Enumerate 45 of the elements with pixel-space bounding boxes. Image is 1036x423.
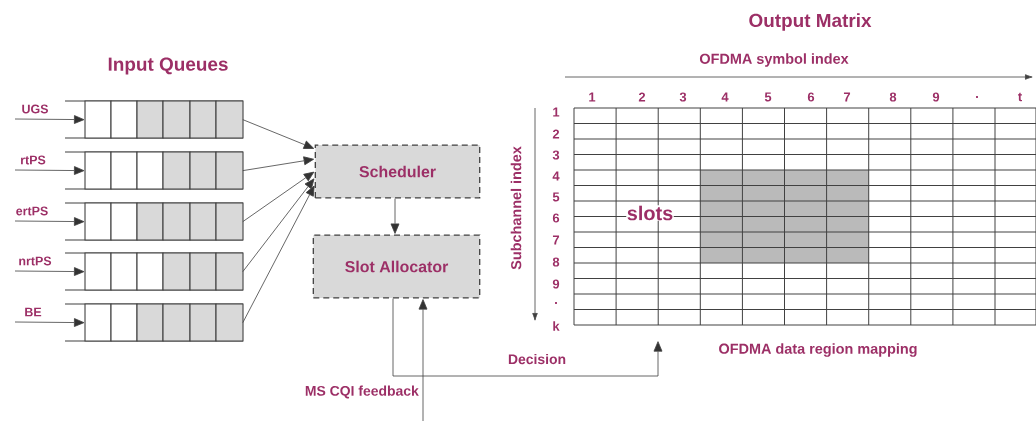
row-number: 7 [552, 235, 560, 245]
process-box: Scheduler [314, 144, 481, 199]
axis-label: Subchannel index [510, 146, 522, 270]
row-number: 5 [552, 192, 560, 202]
arrow [14, 217, 85, 226]
node-label: ertPS [16, 206, 48, 216]
heading: Output Matrix [749, 13, 872, 31]
row-number: 1 [553, 107, 560, 117]
node-label: rtPS [21, 155, 46, 165]
row-number: k [553, 321, 560, 331]
arrow [242, 119, 315, 149]
node-label: UGS [22, 104, 48, 114]
queue-drawing: UGS [22, 100, 244, 139]
heading: Input Queues [108, 57, 228, 75]
row-number: 4 [552, 171, 560, 181]
edge-label: MS CQI feedback [303, 384, 420, 400]
row-number: . [555, 302, 557, 304]
row-number: 9 [552, 279, 560, 289]
node-label: BE [25, 307, 42, 317]
row-number: 2 [552, 129, 560, 139]
arrow [14, 115, 85, 124]
queue-drawing: BE [25, 303, 244, 342]
arrow [390, 198, 400, 234]
arrow [242, 185, 315, 324]
arrow [418, 299, 428, 422]
caption: OFDMA data region mapping [719, 343, 917, 357]
queue-drawing: rtPS [21, 151, 244, 190]
arrow [242, 156, 315, 172]
arrow [242, 171, 315, 223]
process-box: Slot Allocator [312, 234, 481, 299]
arrow [242, 178, 315, 273]
queue-drawing: ertPS [16, 202, 244, 241]
arrow [14, 166, 85, 175]
axis-label: OFDMA symbol index [699, 53, 849, 67]
slot-grid [573, 107, 1036, 326]
row-number: 6 [552, 213, 560, 223]
arrow [392, 298, 663, 377]
edge-label: Decision [506, 352, 568, 366]
arrow [14, 318, 85, 327]
grid-label: slots [626, 205, 674, 221]
row-number: 3 [552, 150, 560, 160]
node-label: nrtPS [19, 256, 52, 266]
queue-drawing: nrtPS [19, 252, 244, 291]
arrow [14, 267, 85, 276]
row-number: 8 [552, 257, 560, 267]
